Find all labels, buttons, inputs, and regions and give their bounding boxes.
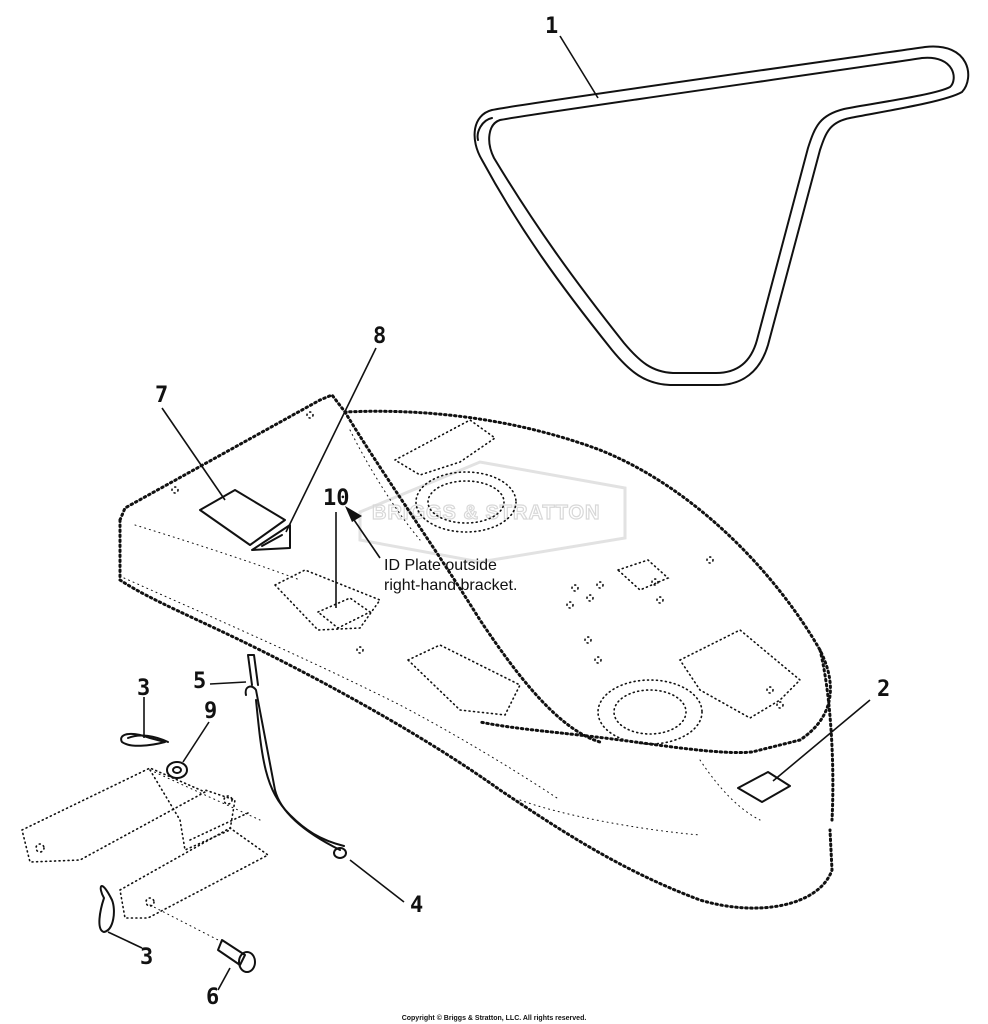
- id-plate-note-line2: right-hand bracket.: [384, 577, 517, 594]
- callout-4: 4: [410, 893, 423, 918]
- decal-rear: [737, 771, 791, 803]
- id-plate-note-line1: ID Plate outside: [384, 557, 497, 574]
- callout-10: 10: [323, 486, 350, 511]
- small-pin: [247, 654, 259, 686]
- decal-triangle: [251, 524, 291, 551]
- hairpin-clip-bottom: [98, 885, 115, 933]
- callout-5: 5: [193, 669, 206, 694]
- callout-8: 8: [373, 324, 386, 349]
- callout-9: 9: [204, 699, 217, 724]
- brand-watermark: BRIGGS & STRATTON: [358, 460, 627, 564]
- copyright-notice: Copyright © Briggs & Stratton, LLC. All …: [402, 1014, 587, 1022]
- callout-3-top: 3: [137, 676, 150, 701]
- callout-6: 6: [206, 985, 219, 1010]
- callout-1: 1: [545, 14, 558, 39]
- callout-3-bottom: 3: [140, 945, 153, 970]
- callout-2: 2: [877, 677, 890, 702]
- callout-7: 7: [155, 383, 168, 408]
- washer: [166, 761, 188, 779]
- mower-deck: [118, 393, 835, 910]
- assembly-axis-upper: [149, 769, 261, 821]
- leader-lines: [107, 35, 871, 991]
- assembly-axis-lower: [149, 904, 223, 943]
- lift-bracket: [21, 767, 270, 919]
- id-plate: [316, 597, 372, 629]
- svg-text:BRIGGS & STRATTON: BRIGGS & STRATTON: [372, 502, 600, 524]
- v-belt: [473, 45, 970, 386]
- lift-rod: [244, 685, 347, 859]
- hairpin-clip-top: [120, 732, 169, 747]
- clevis-pin: [217, 939, 256, 973]
